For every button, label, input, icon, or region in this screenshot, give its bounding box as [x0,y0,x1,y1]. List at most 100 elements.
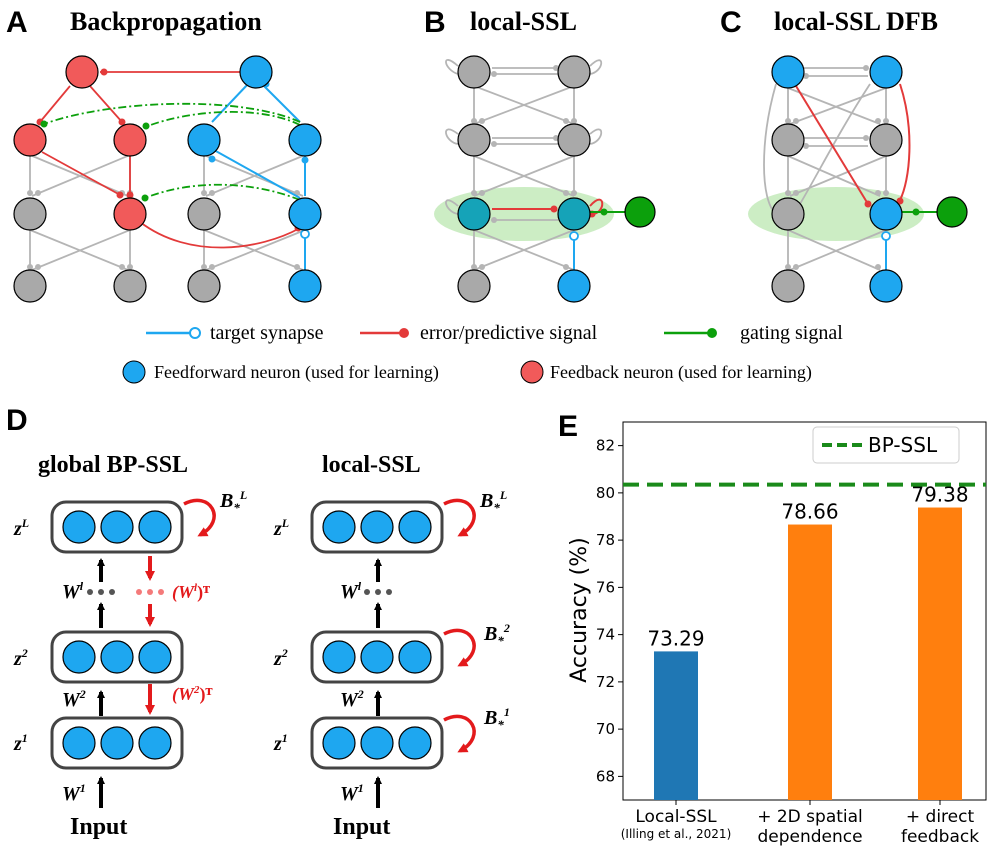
panel-d-right-title: local-SSL [322,452,421,478]
b1-loop-arrow [443,714,476,753]
panel-a: A Backpropagation [6,6,322,303]
panel-a-error-dots [36,68,302,232]
panel-c-letter: C [720,6,742,39]
input-label: Input [333,814,390,840]
w-label: Wl [340,579,362,603]
w-label: Wl [62,579,84,603]
y-tick-label: 70 [596,720,615,738]
neuron-grey [113,269,147,303]
panel-a-gating-lines [43,102,301,201]
neuron-feedforward [869,269,903,303]
neuron-grey [771,269,805,303]
panel-a-grey-dots [27,190,300,270]
legend-error-marker [399,328,409,338]
z-label: zL [273,516,289,540]
panel-e: E Accuracy (%) 687072747678808273.29Loca… [558,410,987,847]
bL-loop-arrow [443,498,476,537]
neuron-grey [457,123,491,157]
neuron-grey [869,123,903,157]
panel-c-gating-dot [912,208,920,216]
z-label: z1 [273,731,288,755]
neuron-feedforward [288,197,322,231]
layer-neurons [322,510,432,760]
neuron-feedforward [288,123,322,157]
neuron-feedback [113,197,147,231]
bar-value-label: 73.29 [647,626,704,650]
neuron-grey [771,197,805,231]
b-label: B*L [479,488,507,515]
panel-c-title: local-SSL DFB [774,7,938,36]
z-label: z1 [13,731,28,755]
layer-box-z2 [310,630,444,684]
neuron-feedback [65,55,99,89]
b-label: B*L [219,488,247,515]
neuron-feedforward [187,123,221,157]
panel-b-title: local-SSL [470,7,577,36]
wt-label: (Wl)ᵀ [172,582,210,603]
legend-feedforward-text: Feedforward neuron (used for learning) [154,362,439,383]
ellipsis-dots [364,589,392,595]
y-tick-label: 72 [596,673,615,691]
panel-a-title: Backpropagation [70,7,262,36]
neuron-grey [13,197,47,231]
panel-a-neurons [13,55,322,303]
bar [918,507,962,800]
bar [654,651,698,800]
panel-b-neurons [457,55,656,303]
legend-error-text: error/predictive signal [420,322,598,344]
neuron-grey [557,55,591,89]
w-label: W2 [62,687,86,711]
panel-a-letter: A [6,6,28,39]
y-tick-label: 68 [596,767,615,785]
gating-neuron [936,196,968,228]
legend-gating-text: gating signal [740,322,843,344]
neuron-feedforward [557,269,591,303]
panel-b-target-synapse [569,231,579,241]
neuron-feedforward [869,55,903,89]
legend-gating-marker [707,328,717,338]
y-tick-label: 78 [596,531,615,549]
panel-b-grey-connections [445,59,603,271]
w-label: W1 [62,781,86,805]
y-axis-label: Accuracy (%) [567,537,592,683]
neuron-feedback [113,123,147,157]
b-label: B*2 [483,621,510,648]
layer-box-zL [310,500,444,554]
chart-legend-text: BP-SSL [868,433,938,457]
layer-box-z2 [50,630,184,684]
legend-feedforward-icon [122,360,146,384]
panel-c-target-synapse [881,231,891,241]
neuron-grey [187,269,221,303]
panel-d: D global BP-SSL local-SSL [6,404,510,840]
x-category-label: (Illing et al., 2021) [621,827,732,841]
panel-c-error-lines [795,83,911,205]
legend-target-marker [189,327,201,339]
ellipsis-dots-red [136,589,164,595]
neuron-active [457,197,491,231]
w-label: W2 [340,687,364,711]
panel-c: C local-SSL DFB [720,6,968,303]
wt-label: (W2)ᵀ [172,684,212,705]
bL-loop-arrow [183,498,216,537]
legend-feedback-text: Feedback neuron (used for learning) [550,362,812,383]
x-category-label: feedback [901,827,979,847]
neuron-grey [457,269,491,303]
panel-c-error-dots [864,197,904,208]
y-tick-label: 76 [596,578,615,596]
neuron-grey [771,123,805,157]
z-label: zL [13,516,29,540]
b2-loop-arrow [443,628,476,667]
y-tick-label: 74 [596,626,615,644]
panel-b-error-lines [492,198,604,215]
panel-a-error-lines [39,71,301,249]
layer-box-zL [50,500,184,554]
panel-b-grey-dots [471,65,577,270]
x-category-label: + 2D spatial [757,807,863,827]
panel-b: B local-SSL [424,6,656,303]
panel-d-right-network: zL z2 z1 Wl W2 W1 B*L B*2 B*1 Input [273,488,510,840]
gating-neuron [624,196,656,228]
chart-legend-box [812,426,960,464]
ellipsis-dots [87,589,115,595]
panel-d-letter: D [6,404,28,437]
